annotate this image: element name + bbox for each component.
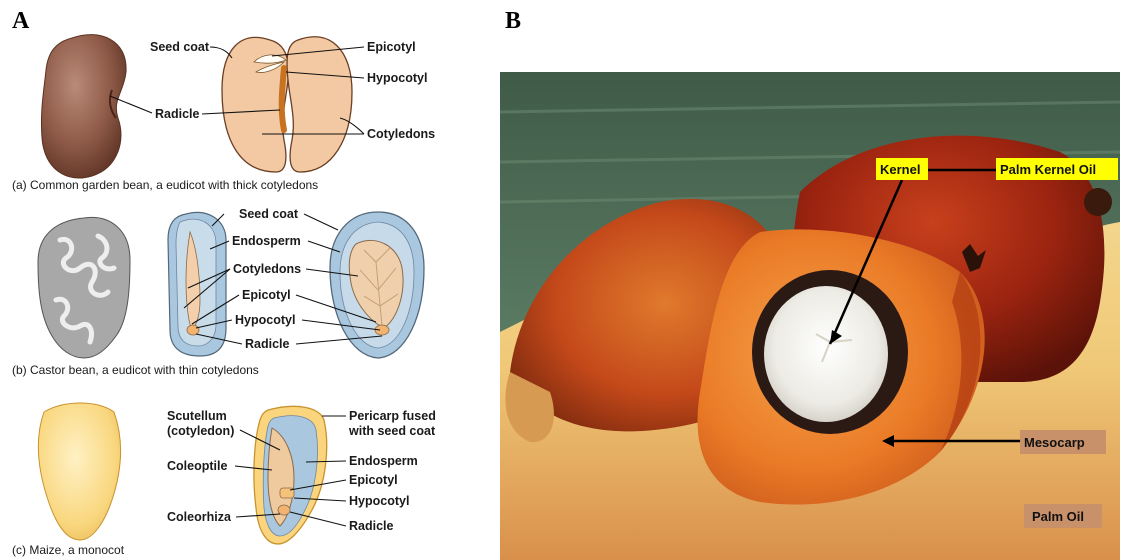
castor-whole-seed: [38, 217, 130, 358]
bean-cotyledons-label: Cotyledons: [367, 127, 435, 141]
bean-half-right: [287, 37, 352, 172]
maize-coleorhiza-label: Coleorhiza: [167, 510, 232, 524]
panel-b-letter: B: [505, 8, 521, 35]
maize-scutellum-cotyledon-label: (cotyledon): [167, 424, 234, 438]
castor-caption: (b) Castor bean, a eudicot with thin cot…: [12, 363, 259, 377]
panel-a-seed-diagrams: Seed coat Epicotyl Hypocotyl Radicle Cot…: [0, 0, 490, 560]
maize-pericarp-label: Pericarp fused: [349, 409, 436, 423]
maize-caption: (c) Maize, a monocot: [12, 543, 125, 557]
kernel-label: Kernel: [880, 162, 920, 177]
maize-coleoptile-label: Coleoptile: [167, 459, 227, 473]
maize-endosperm-label: Endosperm: [349, 454, 418, 468]
palm-fruit-photo: Kernel Palm Kernel Oil Mesocarp Palm Oil: [500, 72, 1120, 560]
palm-kernel-oil-label: Palm Kernel Oil: [1000, 162, 1096, 177]
castor-cotyledons-label: Cotyledons: [233, 262, 301, 276]
maize-hypocotyl-label: Hypocotyl: [349, 494, 409, 508]
maize-radicle-label: Radicle: [349, 519, 394, 533]
maize-pericarp-seed-coat-label: with seed coat: [348, 424, 436, 438]
castor-bean-group: Seed coat Endosperm Cotyledons Epicotyl …: [12, 207, 424, 377]
palm-oil-label: Palm Oil: [1032, 509, 1084, 524]
bean-radicle-label: Radicle: [155, 107, 200, 121]
maize-scutellum-label: Scutellum: [167, 409, 227, 423]
castor-epicotyl-label: Epicotyl: [242, 288, 291, 302]
bean-seed-coat-label: Seed coat: [150, 40, 210, 54]
castor-seed-coat-label: Seed coat: [239, 207, 299, 221]
bean-caption: (a) Common garden bean, a eudicot with t…: [12, 178, 318, 192]
mesocarp-label: Mesocarp: [1024, 435, 1085, 450]
castor-hypocotyl-label: Hypocotyl: [235, 313, 295, 327]
bean-epicotyl-label: Epicotyl: [367, 40, 416, 54]
maize-epicotyl-label: Epicotyl: [349, 473, 398, 487]
castor-radicle-label: Radicle: [245, 337, 290, 351]
bean-whole-seed: [41, 35, 126, 178]
maize-group: Scutellum (cotyledon) Coleoptile Coleorh…: [12, 403, 436, 557]
bean-hypocotyl-label: Hypocotyl: [367, 71, 427, 85]
maize-whole-kernel: [38, 403, 120, 540]
castor-endosperm-label: Endosperm: [232, 234, 301, 248]
common-bean-group: Seed coat Epicotyl Hypocotyl Radicle Cot…: [12, 35, 435, 192]
